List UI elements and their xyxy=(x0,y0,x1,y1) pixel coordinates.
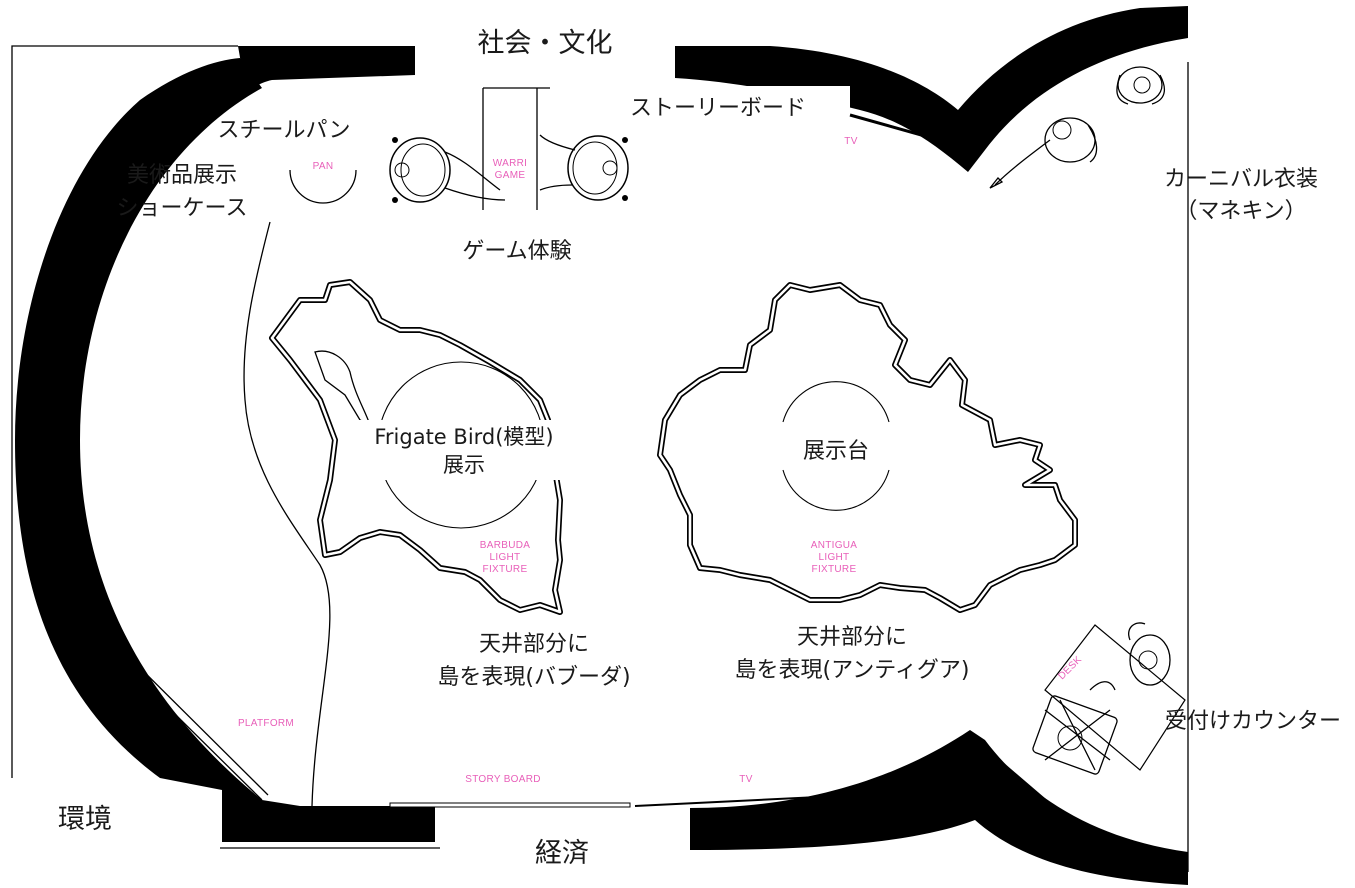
story-board-label: STORY BOARD xyxy=(465,774,541,785)
zone-labels: 社会・文化 経済 環境 xyxy=(58,28,613,869)
tv-bottom-label: TV xyxy=(739,774,752,785)
storyboard-top-area xyxy=(174,86,933,210)
antigua-label-2: 島を表現(アンティグア) xyxy=(735,658,970,683)
showcase-glazing xyxy=(67,61,269,801)
antigua-display-arc xyxy=(782,381,890,511)
exhibition-walls xyxy=(15,6,1188,885)
steel-pan: PAN xyxy=(289,161,357,204)
barbuda-label-2: 島を表現(バブーダ) xyxy=(437,665,630,690)
barbuda-fixture-label-1: BARBUDA xyxy=(480,540,530,551)
visitor-chair-icon xyxy=(1032,681,1118,775)
bottom-wall-right xyxy=(690,730,1188,885)
bottom-fixtures xyxy=(389,751,1061,813)
pan-label: PAN xyxy=(313,161,334,172)
area-labels: ストーリーボード スチールパン 美術品展示 ショーケース ゲーム体験 カーニバル… xyxy=(117,96,1341,734)
barbuda-label-1: 天井部分に xyxy=(479,632,589,657)
tv-top-label: TV xyxy=(844,136,857,147)
platform-label: PLATFORM xyxy=(238,718,294,729)
barbuda-fixture-label-2: LIGHT xyxy=(490,552,521,563)
carnival-label-1: カーニバル衣装 xyxy=(1164,167,1318,192)
receptionist-icon xyxy=(1128,622,1171,686)
warri-label-2: GAME xyxy=(495,170,526,181)
reception-label: 受付けカウンター xyxy=(1165,709,1341,734)
mannequin-top-icon xyxy=(1116,66,1166,105)
zone-economy: 経済 xyxy=(535,838,589,869)
antigua-label-1: 天井部分に xyxy=(797,625,907,650)
antigua-fixture-label-1: ANTIGUA xyxy=(811,540,858,551)
player-right-icon xyxy=(539,134,629,201)
reception-desk: DESK xyxy=(1032,622,1186,775)
top-wall-left xyxy=(238,46,415,92)
carnival-label-2: （マネキン） xyxy=(1175,199,1306,224)
bottom-wall-left xyxy=(222,778,435,842)
art-showcase-label-1: 美術品展示 xyxy=(127,163,237,188)
top-wall-right xyxy=(675,6,1188,172)
warri-game-players: WARRI GAME xyxy=(389,134,629,203)
antigua-fixture-label-3: FIXTURE xyxy=(812,564,857,575)
barbuda-fixture-label-3: FIXTURE xyxy=(483,564,528,575)
game-experience-label: ゲーム体験 xyxy=(462,239,571,264)
frigate-label-1: Frigate Bird(模型) xyxy=(374,425,553,449)
antigua-fixture-label-2: LIGHT xyxy=(819,552,850,563)
storyboard-top-label: ストーリーボード xyxy=(630,96,806,121)
room-outline xyxy=(11,45,1189,872)
fixture-labels: BARBUDA LIGHT FIXTURE ANTIGUA LIGHT FIXT… xyxy=(238,540,857,785)
mannequin-pointing-icon xyxy=(989,117,1098,189)
frigate-label-2: 展示 xyxy=(443,453,485,477)
art-showcase-label-2: ショーケース xyxy=(117,196,248,221)
player-left-icon xyxy=(389,137,506,203)
carnival-mannequins xyxy=(989,66,1166,189)
left-curved-wall xyxy=(15,58,262,806)
platform-boundary xyxy=(243,221,331,807)
warri-label-1: WARRI xyxy=(493,158,527,169)
antigua-island xyxy=(657,282,1078,613)
display-stand-label: 展示台 xyxy=(803,439,869,464)
zone-society-culture: 社会・文化 xyxy=(478,28,613,59)
zone-environment: 環境 xyxy=(58,804,112,835)
steel-pan-label: スチールパン xyxy=(217,118,350,143)
